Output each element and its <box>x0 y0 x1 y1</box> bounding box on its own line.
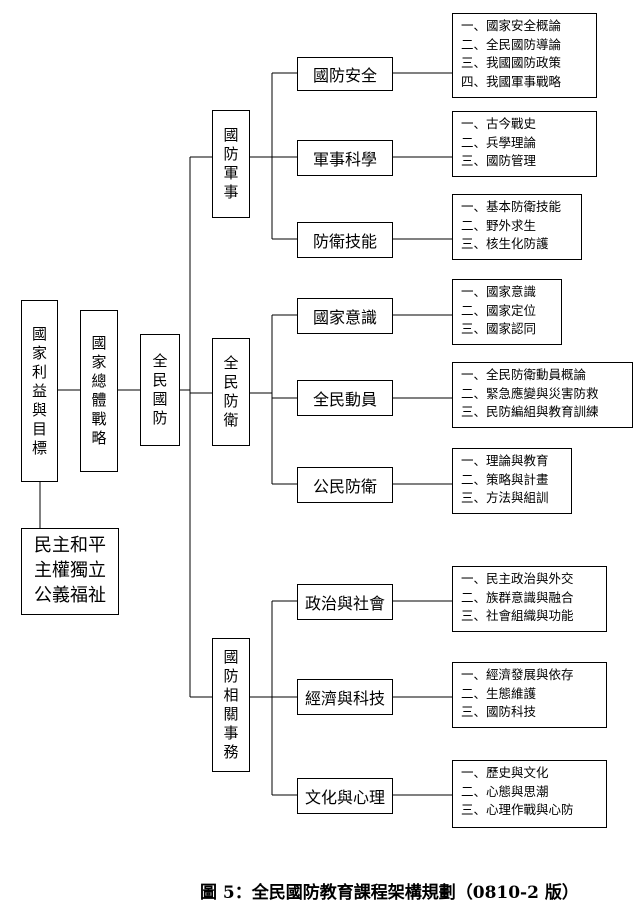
topic-item: 二、野外求生 <box>461 217 537 233</box>
domain-node-civil-defense: 全 民 防 衛 <box>212 338 250 446</box>
topic-item: 一、民主政治與外交 <box>461 571 574 586</box>
topic-item: 二、國家定位 <box>461 302 537 318</box>
topic-item: 三、核生化防護 <box>461 236 549 251</box>
topic-label: 國防安全 <box>312 66 377 85</box>
topic-items: 一、古今戰史 二、兵學理論 三、國防管理 <box>452 111 597 177</box>
topic-items: 一、歷史與文化 二、心態與思潮 三、心理作戰與心防 <box>452 760 607 828</box>
figure-caption: 圖 5：全民國防教育課程架構規劃（0810-2 版） <box>200 883 579 903</box>
topic-item: 一、國家意識 <box>461 284 537 299</box>
topic-item: 一、經濟發展與依存 <box>461 667 574 682</box>
topic-item: 二、全民國防導論 <box>461 36 562 52</box>
domain-char: 民 <box>223 373 239 391</box>
domain-node-related-affairs: 國 防 相 關 事 務 <box>212 638 250 772</box>
domain-char: 軍 <box>223 164 239 182</box>
domain-char: 相 <box>223 686 239 704</box>
domain-char: 衛 <box>223 411 239 429</box>
topic-item: 三、民防編組與教育訓練 <box>461 404 599 419</box>
topic-item: 一、全民防衛動員概論 <box>461 367 587 382</box>
topic-item: 二、生態維護 <box>461 685 537 701</box>
domain-char: 防 <box>223 392 239 410</box>
domain-char: 務 <box>223 743 239 761</box>
domain-char: 國 <box>223 648 239 666</box>
topic-item: 三、我國國防政策 <box>461 55 562 70</box>
root-char: 目 <box>31 419 47 438</box>
topic-item: 四、我國軍事戰略 <box>461 73 562 89</box>
strategy-char: 戰 <box>91 410 107 428</box>
program-char: 全 <box>152 352 168 370</box>
root-char: 家 <box>31 343 47 362</box>
topic-item: 一、歷史與文化 <box>461 765 549 780</box>
root-char: 益 <box>31 381 47 400</box>
topic-item: 三、方法與組訓 <box>461 490 549 505</box>
program-char: 民 <box>152 371 168 389</box>
topic-label: 公民防衛 <box>312 477 377 496</box>
topic-item: 三、國防科技 <box>461 704 537 719</box>
root-char: 利 <box>31 362 47 381</box>
topic-item: 三、國家認同 <box>461 321 537 336</box>
topic-item: 二、緊急應變與災害防救 <box>461 385 599 401</box>
domain-char: 全 <box>223 354 239 372</box>
strategy-char: 總 <box>91 372 107 390</box>
topic-label: 文化與心理 <box>304 788 385 807</box>
root-values-line: 公義福祉 <box>34 585 106 606</box>
root-char: 與 <box>31 400 47 419</box>
topic-items: 一、基本防衛技能 二、野外求生 三、核生化防護 <box>452 194 582 260</box>
topic-label: 防衛技能 <box>312 232 377 251</box>
topic-label: 軍事科學 <box>312 150 377 169</box>
root-node: 國 家 利 益 與 目 標 <box>21 300 58 482</box>
topic-node: 國家意識 <box>297 298 393 334</box>
root-char: 國 <box>31 324 47 343</box>
topic-node: 國防安全 <box>297 57 393 91</box>
domain-char: 關 <box>223 705 239 723</box>
topic-item: 三、國防管理 <box>461 153 537 168</box>
topic-item: 三、心理作戰與心防 <box>461 802 574 817</box>
topic-item: 一、理論與教育 <box>461 453 549 468</box>
topic-items: 一、國家安全概論 二、全民國防導論 三、我國國防政策 四、我國軍事戰略 <box>452 13 597 98</box>
root-values-line: 民主和平 <box>34 535 106 556</box>
root-values-line: 主權獨立 <box>34 560 106 581</box>
root-char: 標 <box>31 438 47 457</box>
topic-label: 經濟與科技 <box>304 689 385 708</box>
strategy-char: 體 <box>91 391 107 409</box>
topic-label: 政治與社會 <box>304 594 385 613</box>
topic-items: 一、國家意識 二、國家定位 三、國家認同 <box>452 279 562 345</box>
topic-items: 一、理論與教育 二、策略與計畫 三、方法與組訓 <box>452 448 572 514</box>
topic-items: 一、全民防衛動員概論 二、緊急應變與災害防救 三、民防編組與教育訓練 <box>452 362 633 428</box>
topic-items: 一、經濟發展與依存 二、生態維護 三、國防科技 <box>452 662 607 728</box>
topic-item: 一、國家安全概論 <box>461 18 562 33</box>
program-node: 全 民 國 防 <box>140 334 180 446</box>
program-char: 防 <box>152 409 168 427</box>
topic-item: 二、兵學理論 <box>461 134 537 150</box>
domain-char: 國 <box>223 126 239 144</box>
topic-node: 經濟與科技 <box>297 679 393 715</box>
topic-items: 一、民主政治與外交 二、族群意識與融合 三、社會組織與功能 <box>452 566 607 632</box>
topic-item: 一、基本防衛技能 <box>461 199 562 214</box>
strategy-char: 國 <box>91 334 107 352</box>
topic-item: 二、心態與思潮 <box>461 783 549 799</box>
domain-node-military: 國 防 軍 事 <box>212 110 250 218</box>
domain-char: 防 <box>223 667 239 685</box>
topic-item: 二、策略與計畫 <box>461 471 549 487</box>
topic-item: 三、社會組織與功能 <box>461 608 574 623</box>
program-char: 國 <box>152 390 168 408</box>
strategy-char: 家 <box>91 353 107 371</box>
domain-char: 事 <box>223 724 239 742</box>
strategy-char: 略 <box>91 429 107 447</box>
topic-node: 公民防衛 <box>297 467 393 503</box>
topic-label: 國家意識 <box>312 308 377 327</box>
domain-char: 事 <box>223 183 239 201</box>
strategy-node: 國 家 總 體 戰 略 <box>80 310 118 472</box>
topic-item: 一、古今戰史 <box>461 116 537 131</box>
topic-label: 全民動員 <box>312 390 377 409</box>
topic-node: 文化與心理 <box>297 778 393 814</box>
topic-node: 政治與社會 <box>297 584 393 620</box>
domain-char: 防 <box>223 145 239 163</box>
topic-node: 軍事科學 <box>297 140 393 176</box>
topic-node: 防衛技能 <box>297 222 393 258</box>
topic-node: 全民動員 <box>297 380 393 416</box>
root-values-box: 民主和平 主權獨立 公義福祉 <box>21 528 119 615</box>
topic-item: 二、族群意識與融合 <box>461 589 574 605</box>
